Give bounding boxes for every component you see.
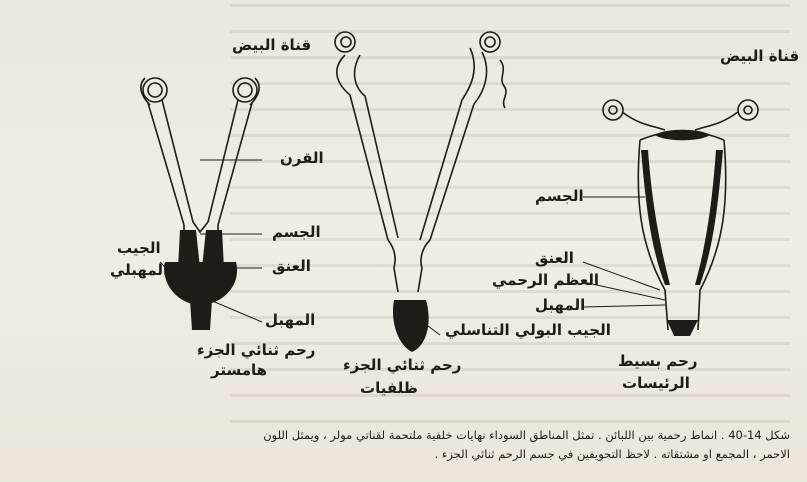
specimen-primates-line2: الرئيسات [622,375,690,392]
label-urogenital-sinus: الجيب البولي التناسلي [445,322,611,339]
caption-line-2: الاحمر ، المجمع او مشتقاته . لاحظ التحوي… [222,445,790,464]
label-vagina-right: المهبل [535,297,585,314]
label-body-center: الجسم [272,224,321,241]
figure-caption: شكل 14-40 . انماط رحمية بين اللبائن . تم… [222,426,790,464]
label-oviduct-center: قناة البيض [232,37,311,54]
label-cervix-bone: العظم الرحمي [492,272,599,289]
caption-line-1: شكل 14-40 . انماط رحمية بين اللبائن . تم… [222,426,790,445]
label-vagina-center: المهبل [265,312,315,329]
specimen-hamster-line2: هامستر [211,362,267,379]
label-neck-right: العنق [535,250,574,267]
label-vestibule-1: الجيب [117,240,161,257]
specimen-bats-line2: ظلفيات [360,380,418,397]
specimen-hamster-line1: رحم ثنائي الجزء [197,342,315,359]
leader-lines [160,40,665,335]
label-body-right: الجسم [535,188,584,205]
label-vestibule-2: المهبلي [110,262,168,279]
specimen-primates-line1: رحم بسيط [618,353,698,370]
label-neck-center: العنق [272,258,311,275]
bats-uterus-drawing [335,32,506,340]
specimen-bats-line1: رحم ثنائي الجزء [343,357,461,374]
label-oviduct-right: قناة البيض [720,48,799,65]
label-horn: القرن [280,150,324,167]
